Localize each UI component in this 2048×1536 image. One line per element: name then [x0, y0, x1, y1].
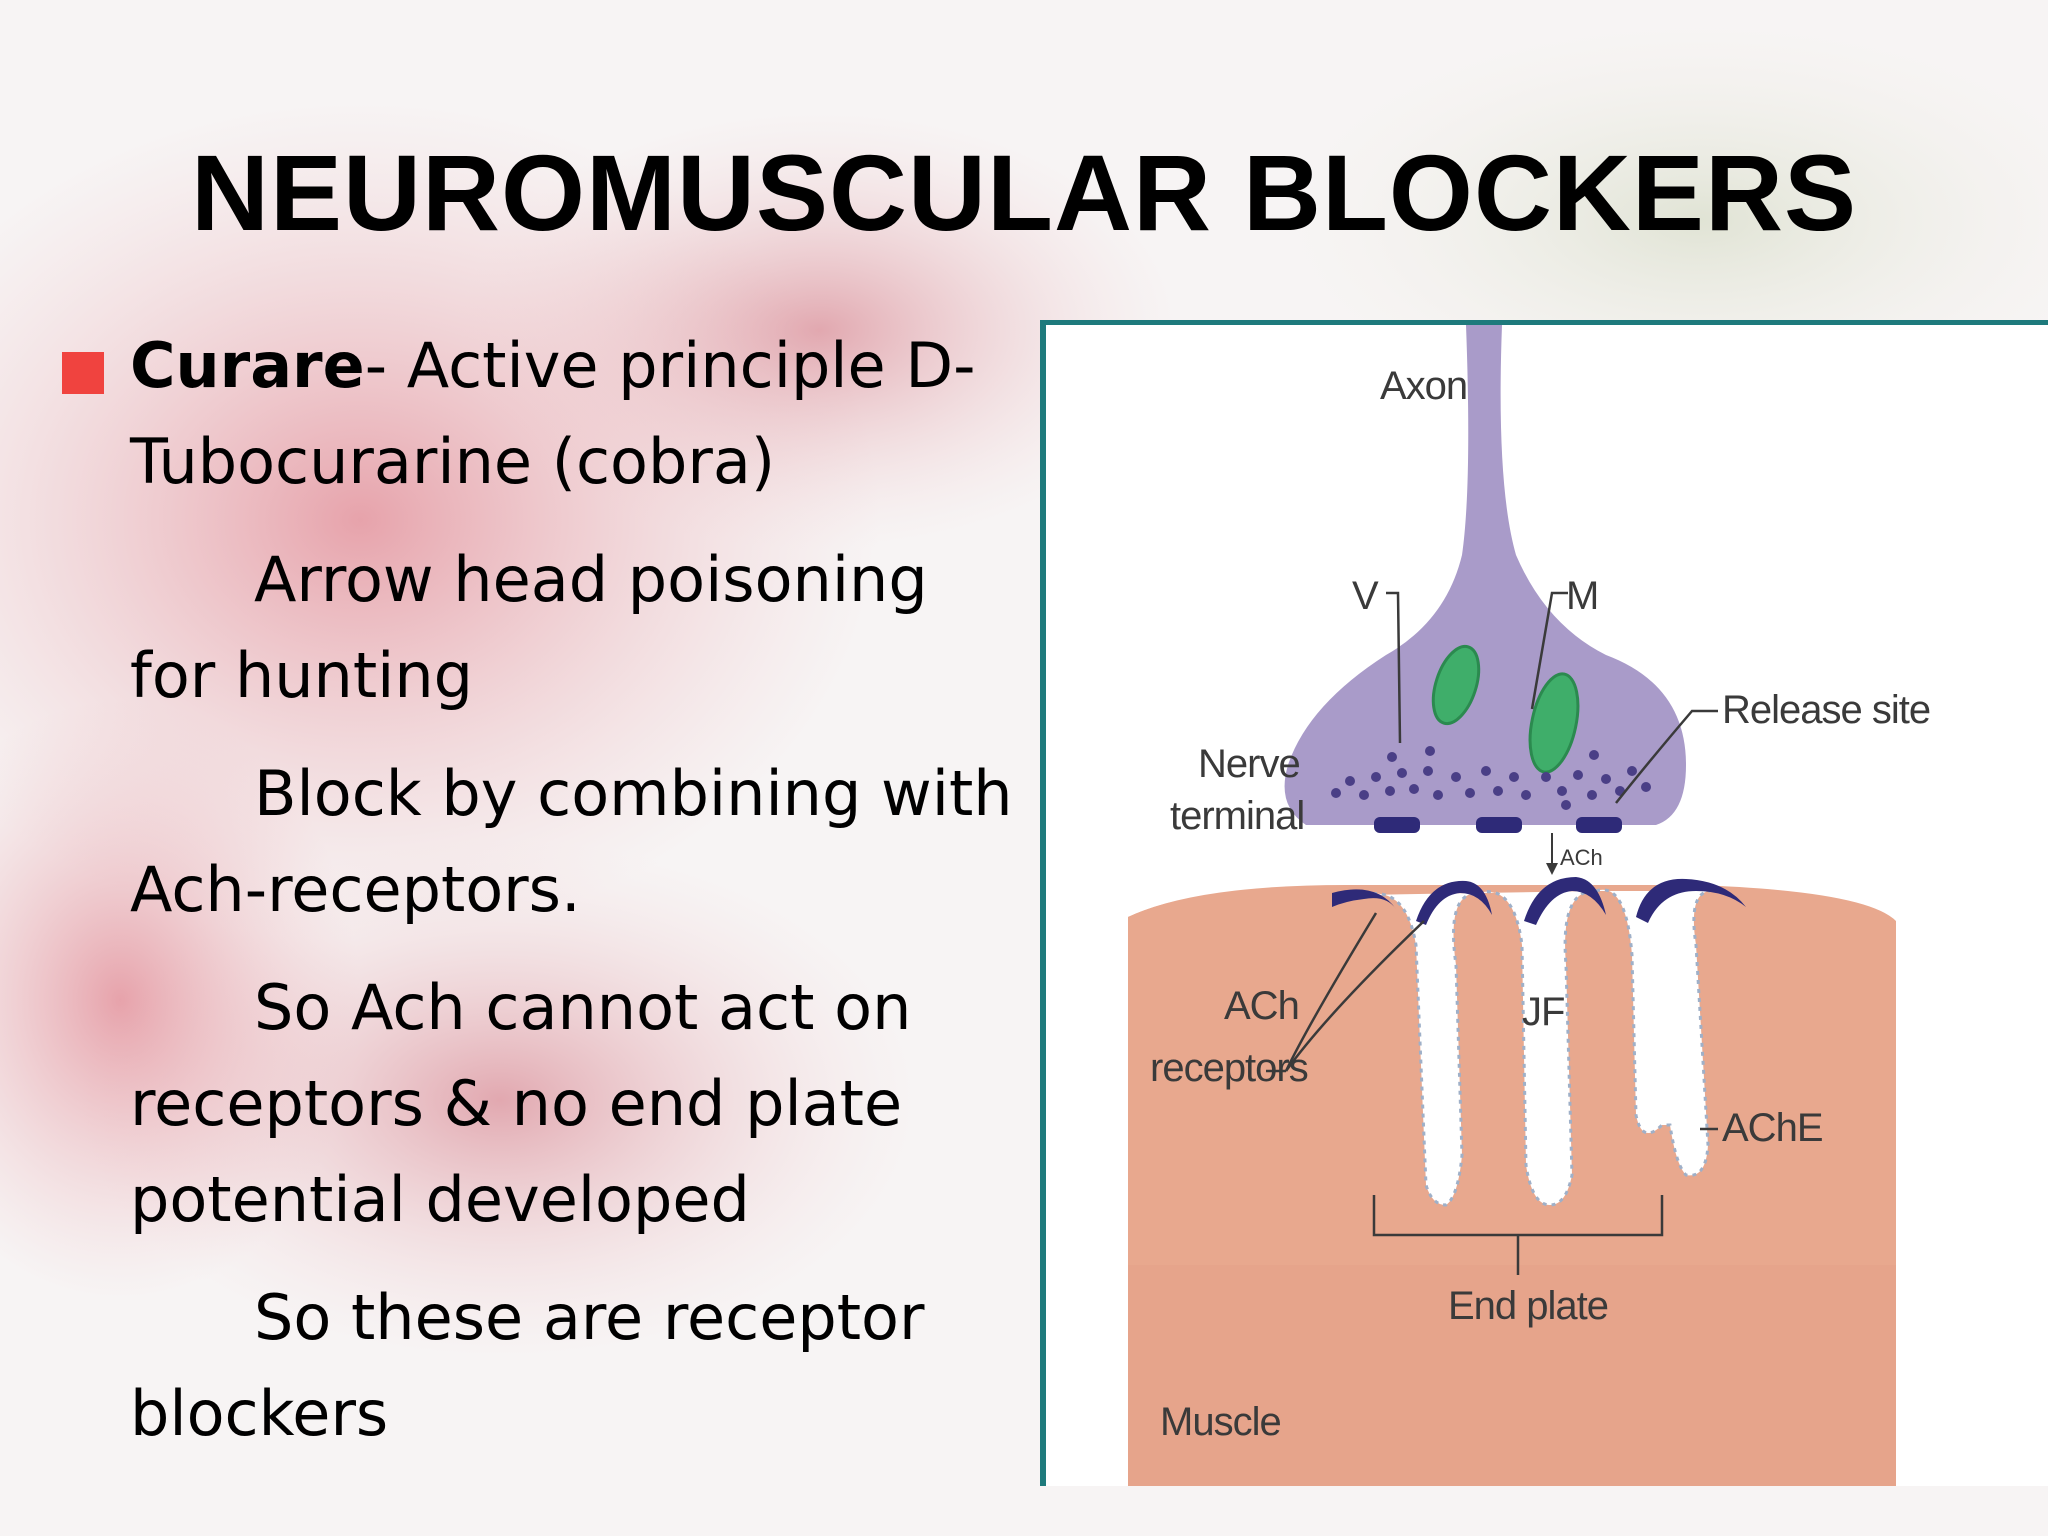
label-mitochondria-m: M: [1566, 574, 1598, 618]
body-paragraph: Block by combining with Ach-receptors.: [130, 757, 1013, 926]
body-paragraph: So these are receptor blockers: [130, 1281, 925, 1450]
nmj-diagram: Axon V M Release site Nerve terminal ACh…: [1128, 325, 1931, 1486]
junctional-fold: [1363, 891, 1477, 1207]
body-paragraph: So Ach cannot act on receptors & no end …: [130, 971, 912, 1236]
mitochondria: [1431, 644, 1580, 774]
nerve-terminal: [1284, 325, 1686, 825]
body-paragraph: Arrow head poisoning for hunting: [130, 543, 928, 712]
label-ach: ACh: [1560, 845, 1603, 870]
bullet-square-icon: [62, 352, 104, 394]
label-nerve-terminal-line1: Nerve: [1198, 742, 1300, 786]
synaptic-vesicles: [1331, 746, 1651, 810]
bullet-text: - Active principle D-Tubocurarine (cobra…: [130, 329, 976, 498]
label-muscle: Muscle: [1160, 1400, 1281, 1444]
bullet-term: Curare: [130, 329, 365, 402]
label-end-plate: End plate: [1448, 1284, 1608, 1328]
label-vesicles-v: V: [1352, 574, 1379, 618]
label-release-site: Release site: [1722, 688, 1930, 732]
label-leader-lines: [1266, 591, 1718, 1275]
slide-title: NEUROMUSCULAR BLOCKERS: [191, 132, 1857, 253]
neuromuscular-junction-figure: Axon V M Release site Nerve terminal ACh…: [1040, 320, 2048, 1486]
release-sites: [1374, 817, 1622, 833]
bullet-item: Curare- Active principle D-Tubocurarine …: [60, 318, 1020, 510]
label-ach-receptors-line2: receptors: [1150, 1046, 1308, 1090]
slide-body: Curare- Active principle D-Tubocurarine …: [60, 318, 1020, 1462]
ach-receptor-cluster: [1332, 877, 1746, 925]
label-axon: Axon: [1380, 364, 1467, 408]
label-junctional-fold-jf: JF: [1522, 990, 1564, 1034]
label-ache: AChE: [1722, 1106, 1823, 1150]
label-nerve-terminal-line2: terminal: [1170, 794, 1304, 838]
label-ach-receptors-line1: ACh: [1224, 984, 1299, 1028]
